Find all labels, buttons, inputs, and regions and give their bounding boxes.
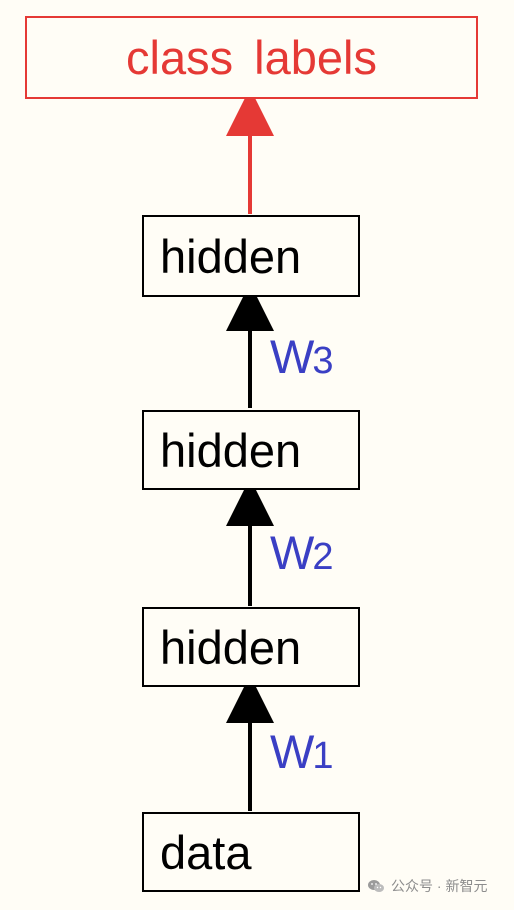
weight-w3-base: W [270, 330, 315, 383]
hidden-layer-3-label: hidden [160, 229, 302, 283]
hidden-layer-2: hidden [142, 410, 360, 490]
class-labels-box: class labels [25, 16, 478, 99]
weight-w3-subscript: 3 [312, 340, 334, 382]
watermark-text: 公众号 · 新智元 [391, 878, 488, 894]
weight-w2-base: W [270, 526, 315, 579]
wechat-icon [367, 879, 385, 894]
weight-w1-base: W [270, 725, 315, 778]
weight-w1-subscript: 1 [312, 735, 334, 777]
weight-w2: W2 [270, 529, 334, 576]
data-layer: data [142, 812, 360, 892]
class-labels-text: class labels [126, 31, 377, 84]
watermark: 公众号 · 新智元 [367, 876, 487, 896]
hidden-layer-1: hidden [142, 607, 360, 687]
hidden-layer-3: hidden [142, 215, 360, 297]
hidden-layer-1-label: hidden [160, 620, 302, 674]
weight-w2-subscript: 2 [312, 536, 334, 578]
hidden-layer-2-label: hidden [160, 423, 302, 477]
data-layer-label: data [160, 825, 252, 879]
weight-w3: W3 [270, 333, 334, 380]
weight-w1: W1 [270, 728, 334, 775]
